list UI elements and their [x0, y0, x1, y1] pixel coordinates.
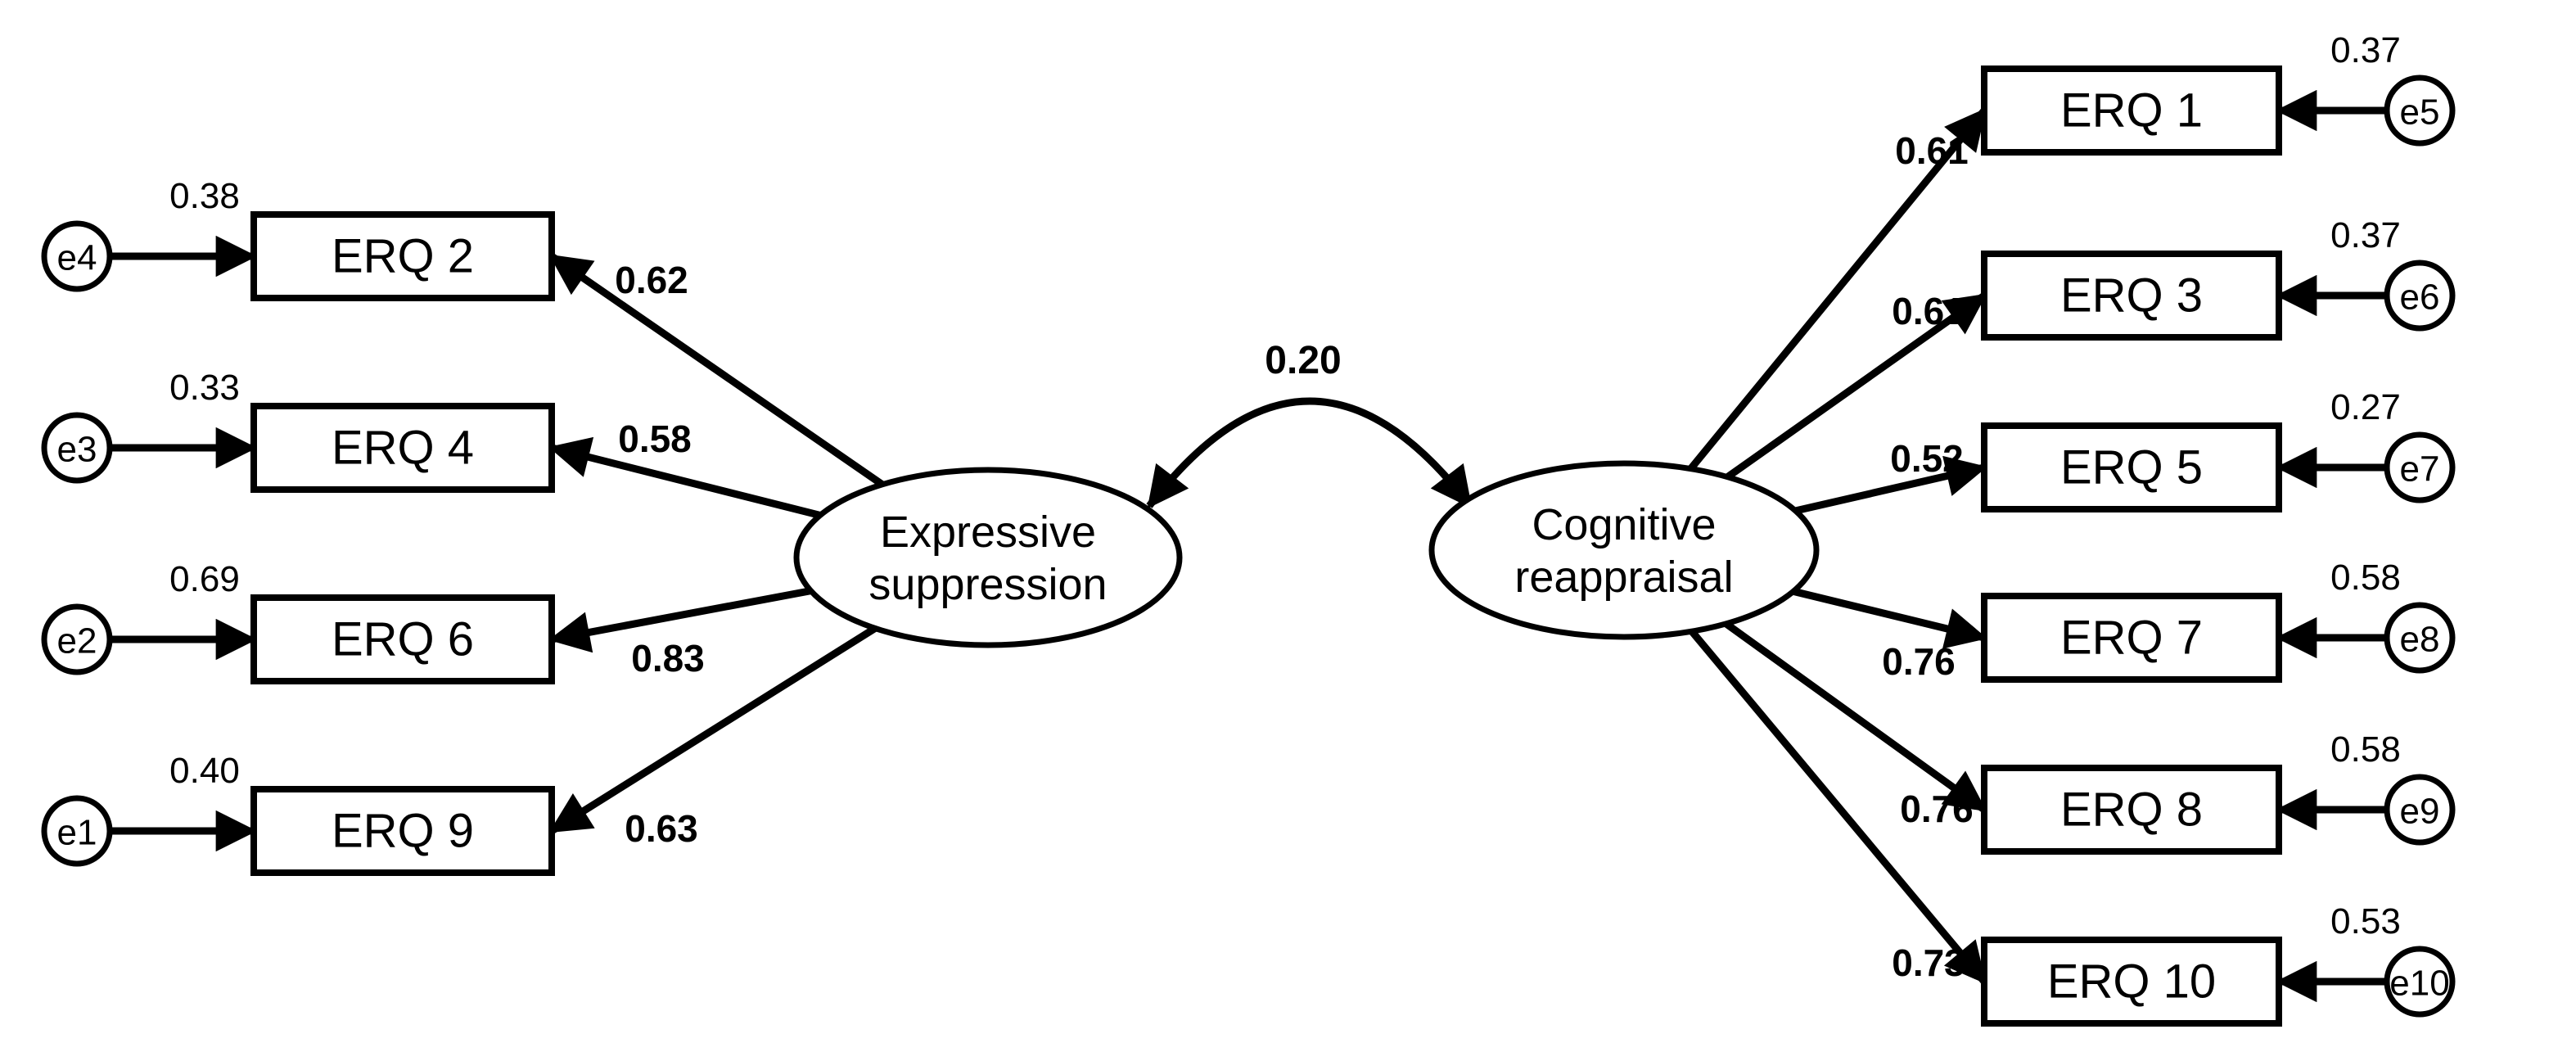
shape-layer	[41, 65, 2456, 1027]
loading-label-erq-7: 0.76	[1882, 640, 1956, 683]
error-label-e6: e6	[2400, 278, 2440, 318]
correlation-arc	[1146, 397, 1473, 509]
error-label-e5: e5	[2400, 93, 2440, 133]
indicator-label-erq-7: ERQ 7	[2060, 612, 2203, 665]
indicator-box-erq-5	[1981, 422, 2282, 512]
loading-label-erq-3: 0.61	[1892, 290, 1965, 332]
error-label-e4: e4	[57, 238, 97, 278]
variance-label-e8: 0.58	[2330, 558, 2401, 598]
variance-label-e7: 0.27	[2330, 387, 2401, 427]
error-label-e1: e1	[57, 813, 97, 853]
indicator-label-erq-5: ERQ 5	[2060, 441, 2203, 494]
variance-label-e5: 0.37	[2330, 30, 2401, 70]
indicator-box-erq-7	[1981, 593, 2282, 683]
variance-label-e1: 0.40	[169, 751, 240, 791]
error-circle-e7	[2384, 431, 2456, 503]
variance-label-e10: 0.53	[2330, 901, 2401, 941]
indicator-box-erq-8	[1981, 765, 2282, 855]
variance-label-e2: 0.69	[169, 559, 240, 599]
indicator-label-erq-3: ERQ 3	[2060, 269, 2203, 323]
variance-label-e9: 0.58	[2330, 729, 2401, 770]
latent-ellipse-expressive-suppression	[793, 467, 1183, 648]
variance-label-e3: 0.33	[169, 368, 240, 408]
error-label-e10: e10	[2389, 964, 2449, 1004]
latent-label-cognitive-reappraisal-line2: reappraisal	[1514, 553, 1733, 602]
error-label-e7: e7	[2400, 449, 2440, 490]
error-circle-e9	[2384, 774, 2456, 846]
latent-label-expressive-suppression-line1: Expressive	[880, 508, 1096, 557]
latent-ellipse-cognitive-reappraisal	[1428, 460, 1820, 640]
error-circle-e6	[2384, 260, 2456, 332]
correlation-label: 0.20	[1265, 339, 1341, 382]
variance-label-e6: 0.37	[2330, 215, 2401, 255]
indicator-box-erq-3	[1981, 251, 2282, 341]
latent-label-expressive-suppression-line2: suppression	[868, 560, 1107, 609]
loading-label-erq-6: 0.83	[631, 637, 705, 679]
error-circle-e5	[2384, 74, 2456, 147]
error-circle-e3	[41, 412, 113, 484]
loading-label-erq-4: 0.58	[618, 418, 692, 460]
loading-label-erq-2: 0.62	[615, 259, 688, 301]
indicator-label-erq-8: ERQ 8	[2060, 783, 2203, 837]
error-circle-e2	[41, 603, 113, 675]
indicator-box-erq-1	[1981, 65, 2282, 156]
indicator-label-erq-6: ERQ 6	[332, 613, 474, 666]
loading-label-erq-10: 0.73	[1892, 941, 1965, 984]
indicator-box-erq-2	[250, 211, 555, 301]
indicator-label-erq-2: ERQ 2	[332, 230, 474, 283]
indicator-label-erq-10: ERQ 10	[2047, 955, 2216, 1009]
error-circle-e1	[41, 795, 113, 867]
error-label-e2: e2	[57, 621, 97, 661]
indicator-box-erq-9	[250, 786, 555, 876]
indicator-label-erq-4: ERQ 4	[332, 422, 474, 475]
error-label-e9: e9	[2400, 792, 2440, 832]
error-circle-e4	[41, 220, 113, 292]
error-circle-e8	[2384, 602, 2456, 674]
loading-label-erq-9: 0.63	[625, 807, 698, 850]
indicator-box-erq-10	[1981, 937, 2282, 1027]
variance-label-e4: 0.38	[169, 176, 240, 216]
indicator-box-erq-4	[250, 403, 555, 493]
loading-label-erq-8: 0.76	[1900, 788, 1974, 830]
loading-label-erq-5: 0.52	[1890, 437, 1964, 480]
indicator-label-erq-9: ERQ 9	[332, 805, 474, 858]
error-circle-e10	[2384, 946, 2456, 1018]
error-label-e3: e3	[57, 430, 97, 470]
indicator-box-erq-6	[250, 594, 555, 684]
loading-label-erq-1: 0.61	[1895, 129, 1969, 172]
latent-label-cognitive-reappraisal-line1: Cognitive	[1532, 500, 1716, 549]
indicator-label-erq-1: ERQ 1	[2060, 84, 2203, 138]
error-label-e8: e8	[2400, 620, 2440, 660]
